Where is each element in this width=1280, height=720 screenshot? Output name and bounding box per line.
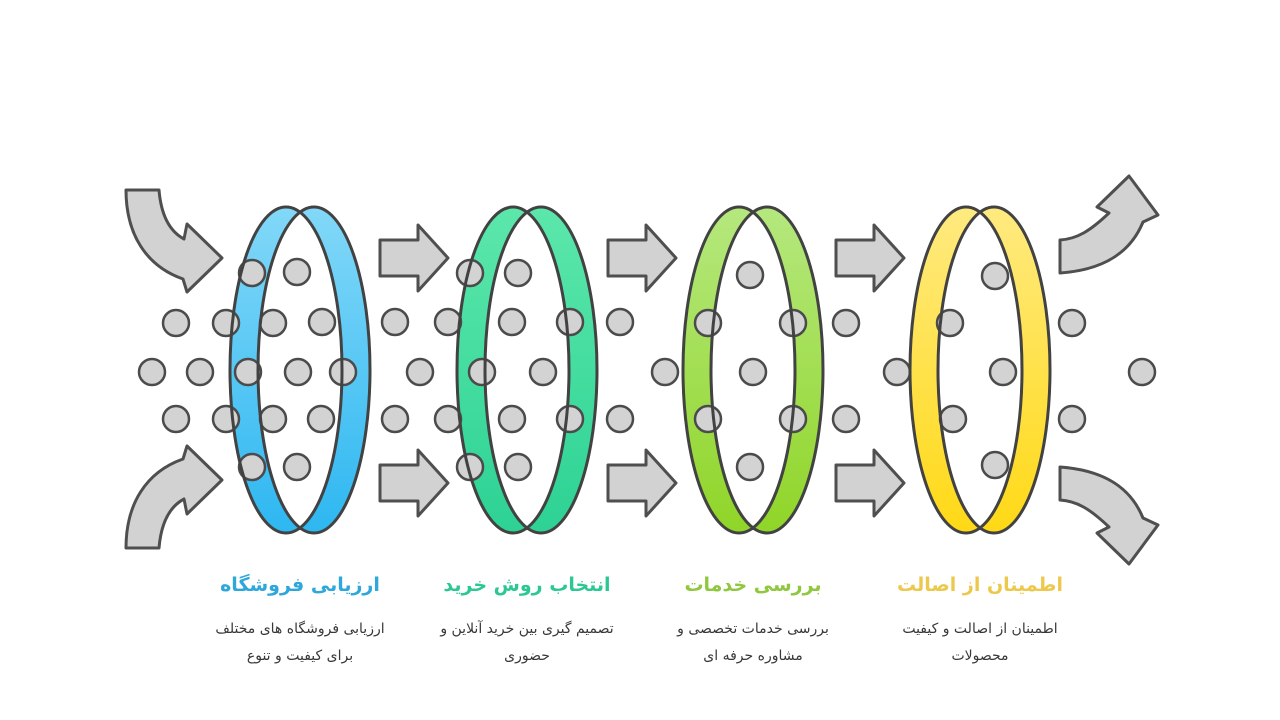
flow-dot <box>1127 357 1157 387</box>
flow-dot <box>503 258 533 288</box>
flow-dot <box>605 307 635 337</box>
flow-dot <box>137 357 167 387</box>
flow-dot <box>1057 404 1087 434</box>
stage-title: بررسی خدمات <box>684 574 822 596</box>
stage-description: بررسی خدمات تخصصی و مشاوره حرفه ای <box>677 621 829 665</box>
flow-dot <box>882 357 912 387</box>
flow-dot <box>433 307 463 337</box>
process-ring-outline-1 <box>228 205 372 535</box>
flow-dot <box>405 357 435 387</box>
flow-dot <box>258 308 288 338</box>
flow-dot <box>988 357 1018 387</box>
process-ring-outline-2 <box>455 205 599 535</box>
flow-dot <box>211 404 241 434</box>
flow-dot <box>282 257 312 287</box>
process-ring-outline-3 <box>681 205 825 535</box>
flow-dot <box>258 404 288 434</box>
flow-dot <box>938 404 968 434</box>
flow-arrow-icon <box>606 223 678 293</box>
flow-dot <box>980 450 1010 480</box>
flow-dot <box>650 357 680 387</box>
stage-description: ارزیابی فروشگاه های مختلف برای کیفیت و ت… <box>215 621 385 665</box>
flow-dot <box>735 452 765 482</box>
stage-description: اطمینان از اصالت و کیفیت محصولات <box>902 621 1058 665</box>
flow-arrow-icon <box>378 448 450 518</box>
flow-dot <box>433 404 463 434</box>
flow-dot <box>211 308 241 338</box>
flow-dot <box>738 357 768 387</box>
curved-arrow-bottom-left-icon <box>124 444 224 550</box>
flow-dot <box>555 404 585 434</box>
flow-dot <box>831 404 861 434</box>
flow-dot <box>935 308 965 338</box>
flow-dot <box>555 307 585 337</box>
flow-dot <box>503 452 533 482</box>
flow-dot <box>467 357 497 387</box>
flow-dot <box>497 307 527 337</box>
flow-arrow-icon <box>834 448 906 518</box>
flow-dot <box>497 404 527 434</box>
stage-label-store-evaluation: ارزیابی فروشگاه ارزیابی فروشگاه های مختل… <box>185 574 415 671</box>
flow-dot <box>282 452 312 482</box>
flow-dot <box>161 308 191 338</box>
flow-dot <box>455 258 485 288</box>
flow-dot <box>380 307 410 337</box>
flow-dot <box>455 452 485 482</box>
curved-arrow-bottom-right-icon <box>1058 465 1160 566</box>
flow-dot <box>237 452 267 482</box>
stage-label-authenticity: اطمینان از اصالت اطمینان از اصالت و کیفی… <box>865 574 1095 671</box>
stage-description: تصمیم گیری بین خرید آنلاین و حضوری <box>440 621 614 665</box>
flow-dot <box>237 258 267 288</box>
flow-dot <box>283 357 313 387</box>
stage-label-purchase-method: انتخاب روش خرید تصمیم گیری بین خرید آنلا… <box>412 574 642 671</box>
flow-dot <box>161 404 191 434</box>
flow-dot <box>185 357 215 387</box>
process-ring-outline-4 <box>908 205 1052 535</box>
flow-arrow-icon <box>606 448 678 518</box>
flow-dot <box>380 404 410 434</box>
flow-dot <box>831 308 861 338</box>
flow-dot <box>528 357 558 387</box>
stage-title: انتخاب روش خرید <box>443 574 611 596</box>
flow-dot <box>693 404 723 434</box>
stage-title: اطمینان از اصالت <box>897 574 1063 596</box>
stage-title: ارزیابی فروشگاه <box>220 574 380 596</box>
flow-dot <box>735 260 765 290</box>
stage-label-services-review: بررسی خدمات بررسی خدمات تخصصی و مشاوره ح… <box>638 574 868 671</box>
process-ring-fill-4 <box>910 207 1050 533</box>
flow-dot <box>1057 308 1087 338</box>
flow-dot <box>233 357 263 387</box>
flow-dot <box>306 404 336 434</box>
flow-arrow-icon <box>378 223 450 293</box>
flow-arrow-icon <box>834 223 906 293</box>
flow-dot <box>307 307 337 337</box>
flow-dot <box>605 404 635 434</box>
curved-arrow-top-right-icon <box>1058 174 1160 275</box>
curved-arrow-top-left-icon <box>124 188 224 294</box>
flow-dot <box>693 308 723 338</box>
flow-dot <box>980 261 1010 291</box>
